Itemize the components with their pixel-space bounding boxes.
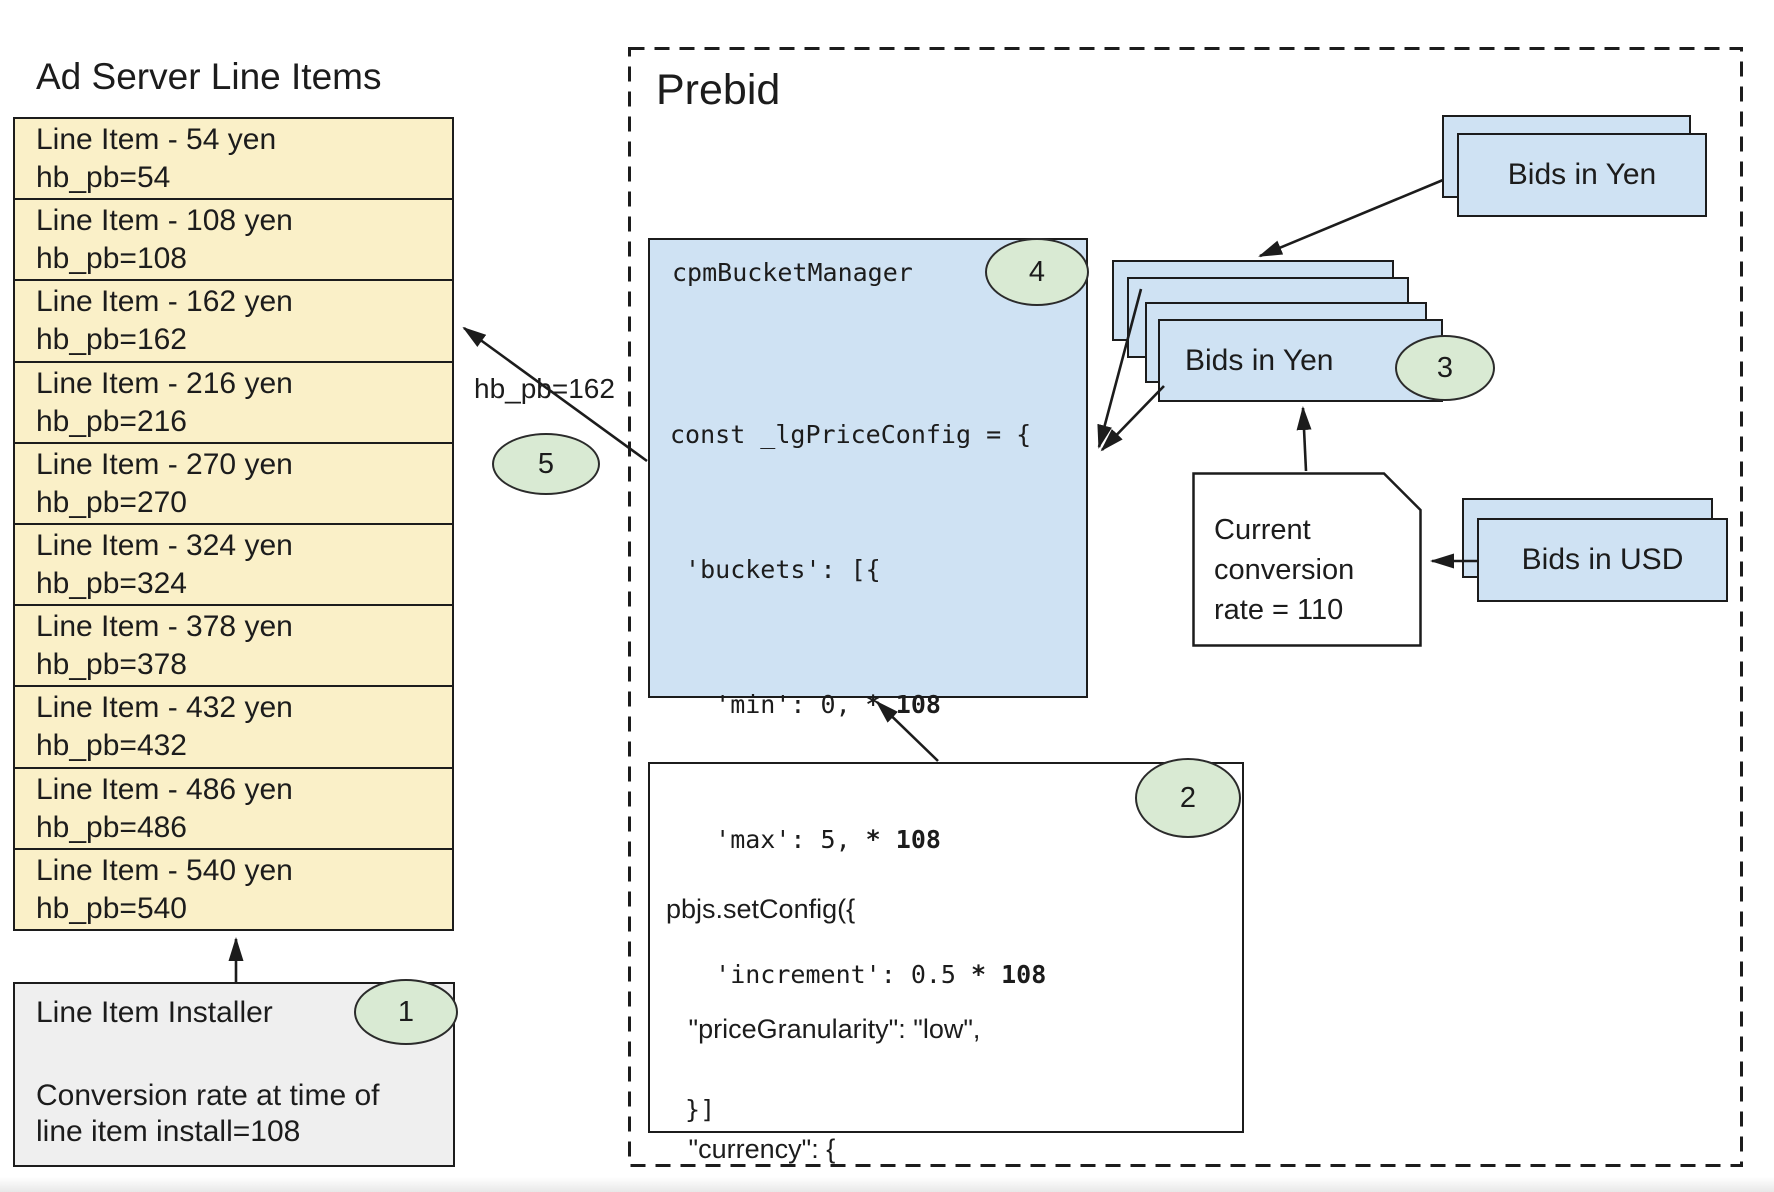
line-item-row: Line Item - 270 yen hb_pb=270 <box>15 444 452 526</box>
line-item-hb: hb_pb=324 <box>36 567 187 601</box>
code-line: 'buckets': [{ <box>670 555 881 584</box>
line-item-hb: hb_pb=486 <box>36 810 187 844</box>
line-item-hb: hb_pb=108 <box>36 242 187 276</box>
step-badge-5: 5 <box>492 433 600 495</box>
step-badge-3: 3 <box>1395 335 1495 401</box>
bids-in-yen-stack-label: Bids in Yen <box>1185 343 1334 377</box>
line-item-row: Line Item - 540 yen hb_pb=540 <box>15 850 452 929</box>
code-line: const _lgPriceConfig = { <box>670 420 1032 449</box>
line-item-row: Line Item - 216 yen hb_pb=216 <box>15 363 452 444</box>
line-item-row: Line Item - 432 yen hb_pb=432 <box>15 687 452 769</box>
step-badge-1: 1 <box>354 979 458 1045</box>
arrow-yen-stack-to-cpm-2 <box>1100 385 1165 452</box>
line-item-row: Line Item - 324 yen hb_pb=324 <box>15 525 452 607</box>
line-item-hb: hb_pb=432 <box>36 729 187 763</box>
bids-in-usd-label: Bids in USD <box>1521 543 1684 576</box>
line-item-name: Line Item - 432 yen <box>36 691 293 725</box>
line-item-name: Line Item - 324 yen <box>36 529 293 563</box>
line-item-name: Line Item - 108 yen <box>36 204 293 238</box>
line-item-name: Line Item - 216 yen <box>36 366 293 400</box>
cpm-bucket-manager-label: cpmBucketManager <box>672 258 913 287</box>
line-item-name: Line Item - 540 yen <box>36 853 293 887</box>
stacked-card-front: Bids in USD <box>1477 518 1728 602</box>
arrow-conversion-to-yen-stack <box>1296 406 1312 472</box>
line-item-name: Line Item - 54 yen <box>36 123 277 156</box>
installer-note: Conversion rate at time of line item ins… <box>36 1079 380 1148</box>
step-badge-4: 4 <box>985 238 1089 306</box>
line-item-hb: hb_pb=54 <box>36 161 171 194</box>
line-item-name: Line Item - 486 yen <box>36 772 293 806</box>
line-item-name: Line Item - 270 yen <box>36 447 293 481</box>
conversion-note-text: Current conversion rate = 110 <box>1214 514 1355 626</box>
code-line: 'min': 0, * 108 <box>670 690 941 719</box>
set-config-code-block: pbjs.setConfig({ "priceGranularity": "lo… <box>666 809 1040 1192</box>
arrow-yen-top-to-yen-stack <box>1258 178 1444 258</box>
installer-label: Line Item Installer <box>36 996 273 1029</box>
line-item-hb: hb_pb=270 <box>36 485 187 519</box>
line-item-hb: hb_pb=216 <box>36 404 187 438</box>
line-item-hb: hb_pb=378 <box>36 648 187 682</box>
code-line: "priceGranularity": "low", <box>666 1014 981 1044</box>
prebid-title: Prebid <box>656 66 781 114</box>
line-item-hb: hb_pb=162 <box>36 323 187 357</box>
window-bottom-edge <box>0 1177 1774 1192</box>
line-item-name: Line Item - 378 yen <box>36 610 293 644</box>
hb-pb-arrow-label: hb_pb=162 <box>474 373 615 404</box>
line-item-row: Line Item - 486 yen hb_pb=486 <box>15 769 452 850</box>
ad-server-title: Ad Server Line Items <box>36 56 382 97</box>
stacked-card-front: Bids in Yen <box>1457 133 1707 217</box>
line-items-table: Line Item - 54 yen hb_pb=54 Line Item - … <box>13 117 454 931</box>
code-line: pbjs.setConfig({ <box>666 894 856 924</box>
line-item-name: Line Item - 162 yen <box>36 285 293 319</box>
bids-in-yen-top-label: Bids in Yen <box>1507 158 1657 191</box>
line-item-row: Line Item - 108 yen hb_pb=108 <box>15 200 452 282</box>
line-item-row: Line Item - 162 yen hb_pb=162 <box>15 281 452 363</box>
line-item-row: Line Item - 378 yen hb_pb=378 <box>15 606 452 688</box>
line-item-hb: hb_pb=540 <box>36 891 187 925</box>
line-item-row: Line Item - 54 yen hb_pb=54 <box>15 119 452 201</box>
code-line: "currency": { <box>666 1134 836 1164</box>
step-badge-2: 2 <box>1135 758 1241 838</box>
